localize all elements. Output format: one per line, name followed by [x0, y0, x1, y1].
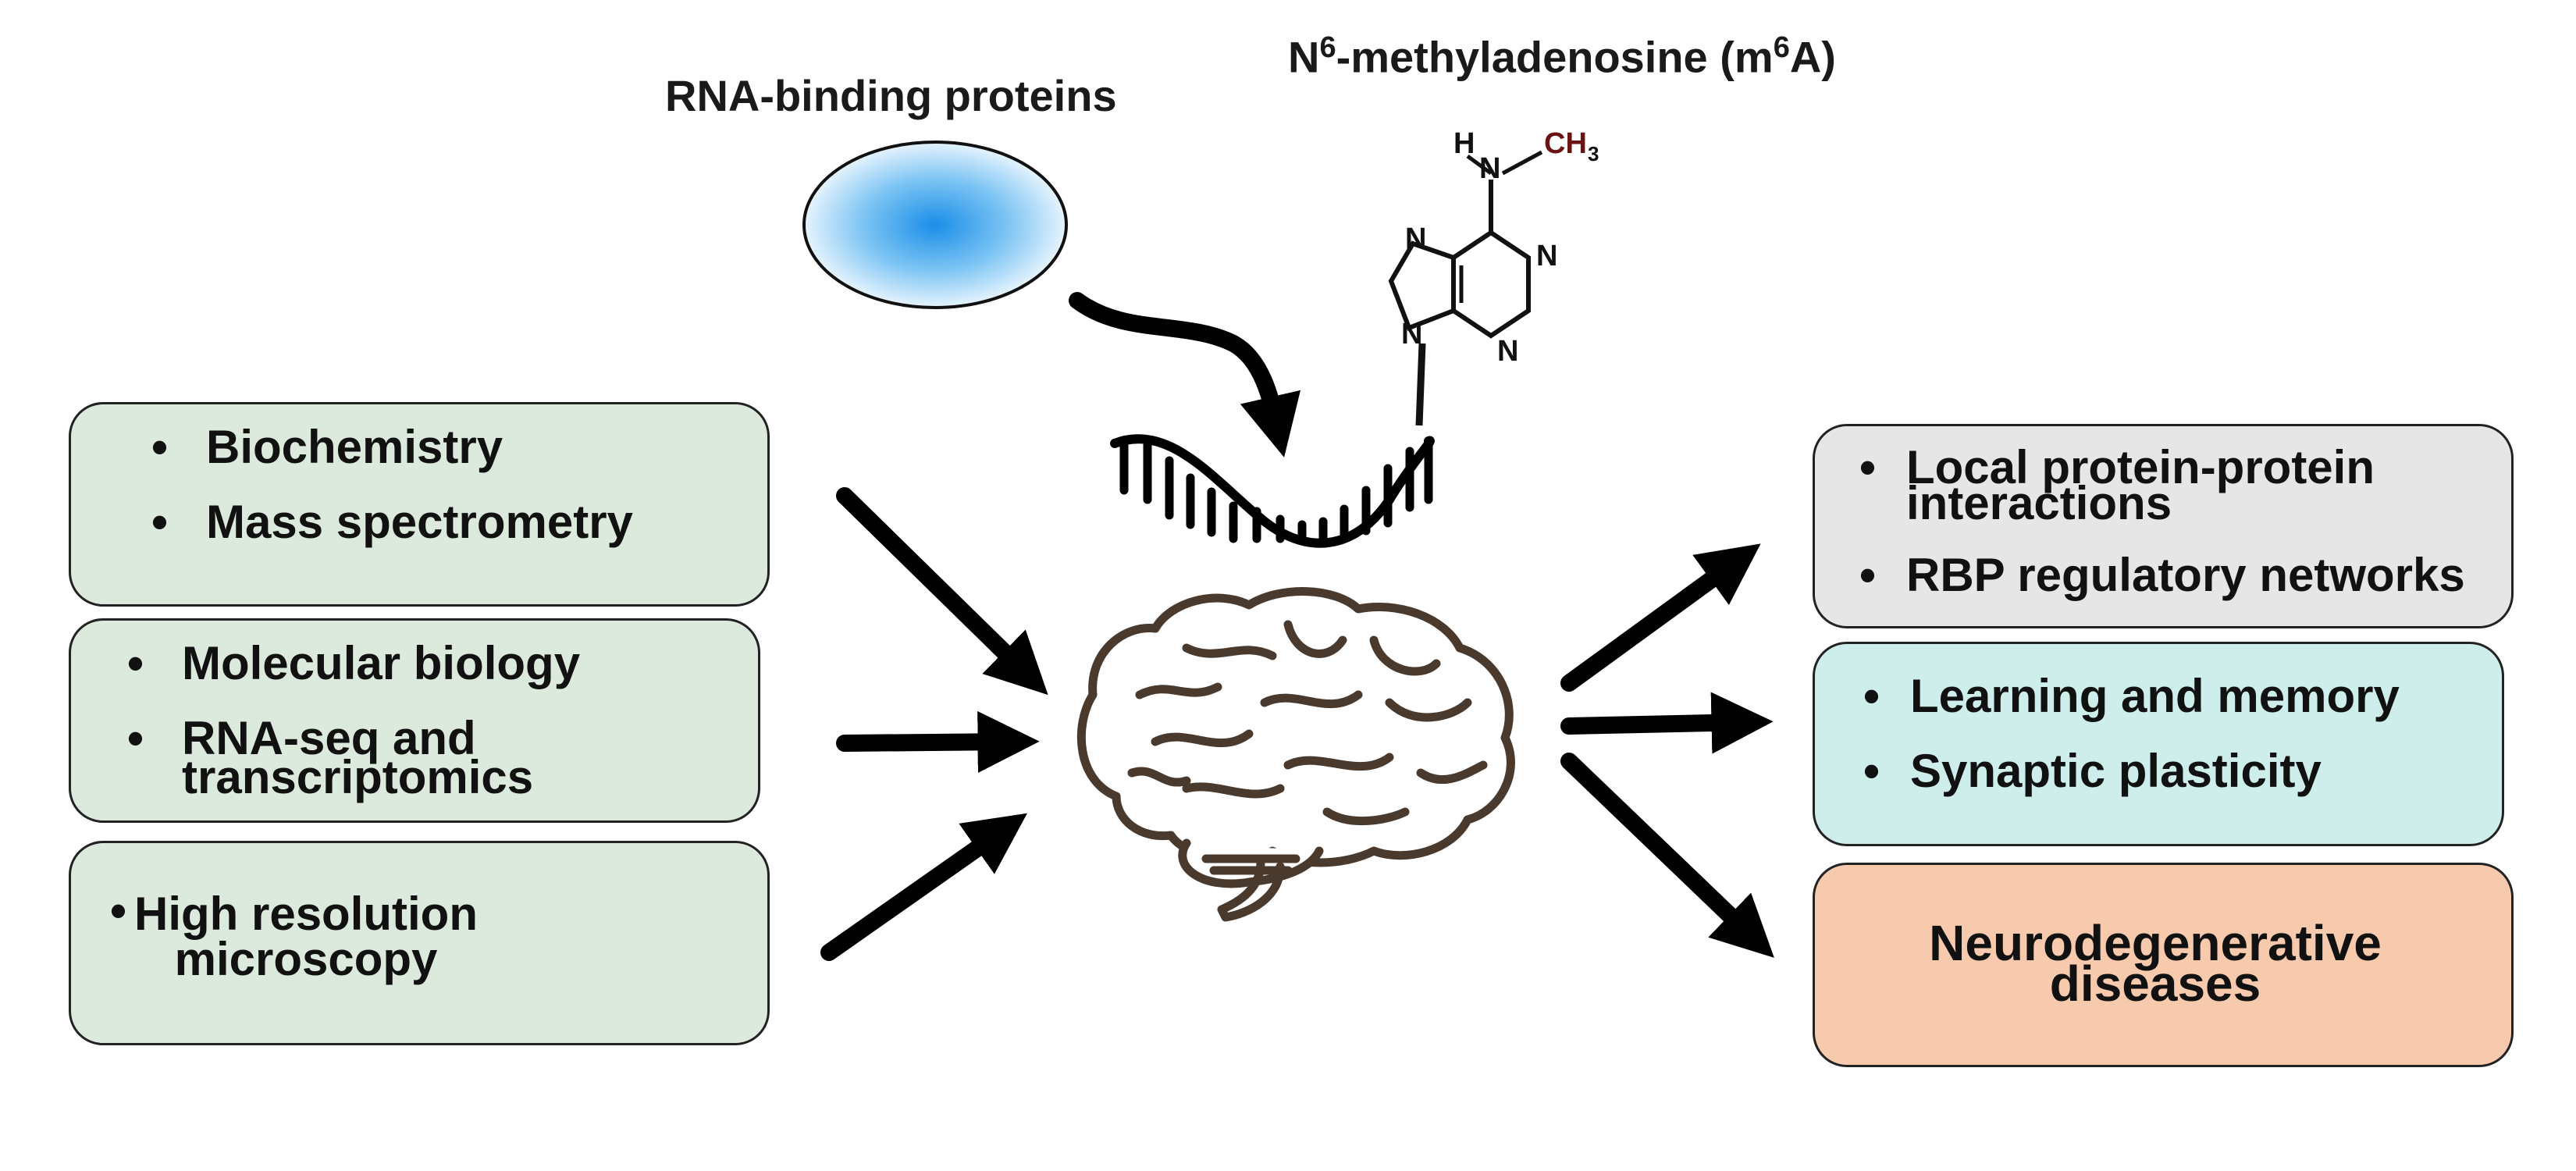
brain-icon	[1076, 587, 1515, 922]
outcome-box-interactions: • Local protein-protein interactions •RB…	[1813, 424, 2514, 628]
molecule-ch: CH	[1544, 127, 1587, 160]
arrow-outcome-3	[1560, 753, 1774, 958]
methods-item-rna-seq: • RNA-seq and transcriptomics	[127, 712, 534, 803]
methods-box-biochemistry: •Biochemistry •Mass spectrometry	[69, 402, 770, 607]
methods-box-molecular: •Molecular biology • RNA-seq and transcr…	[69, 618, 760, 823]
methods-box-microscopy: • High resolution microscopy	[69, 841, 770, 1045]
methods-item-microscopy: High resolution microscopy	[134, 888, 478, 985]
arrow-outcome-1	[1560, 543, 1761, 692]
outcome-item-rbp-networks: •RBP regulatory networks	[1859, 549, 2465, 601]
outcome-item-learning: •Learning and memory	[1863, 670, 2400, 722]
molecule-ring-n-bottom: N	[1497, 335, 1518, 368]
molecule-h: H	[1453, 127, 1475, 160]
rna-strand-icon	[1110, 434, 1435, 548]
rbp-label: RNA-binding proteins	[665, 71, 1117, 120]
rbp-ellipse-icon	[802, 141, 1068, 309]
molecule-ring-n-left: N	[1405, 222, 1426, 255]
arrow-outcome-2	[1560, 692, 1774, 754]
methods-item-biochemistry: •Biochemistry	[151, 421, 503, 473]
outcome-item-neurodegenerative: Neurodegenerative diseases	[1929, 915, 2382, 1012]
molecule-ch-sub: 3	[1588, 142, 1599, 166]
arrow-methods-3	[820, 813, 1027, 961]
molecule-n-top: N	[1479, 152, 1500, 185]
molecule-ring-n-lower: N	[1401, 318, 1422, 351]
outcome-box-learning: •Learning and memory •Synaptic plasticit…	[1813, 642, 2504, 846]
molecule-ring-n-right: N	[1536, 240, 1557, 272]
m6a-molecule-icon: H N CH 3 N N N N	[1388, 127, 1599, 426]
arrow-methods-2	[836, 710, 1040, 774]
methods-item-molecular-biology: •Molecular biology	[127, 637, 581, 689]
outcome-box-disease: Neurodegenerative diseases	[1813, 863, 2514, 1067]
arrow-methods-1	[836, 487, 1048, 696]
methods-item-mass-spec: •Mass spectrometry	[151, 496, 633, 548]
methods-bullet-microscopy: •	[110, 884, 127, 937]
outcome-item-plasticity: •Synaptic plasticity	[1863, 745, 2322, 797]
rbp-binding-arrow	[1069, 292, 1301, 457]
m6a-label: N6-methyladenosine (m6A)	[1288, 31, 1836, 82]
outcome-item-ppi: • Local protein-protein interactions	[1859, 441, 2375, 529]
